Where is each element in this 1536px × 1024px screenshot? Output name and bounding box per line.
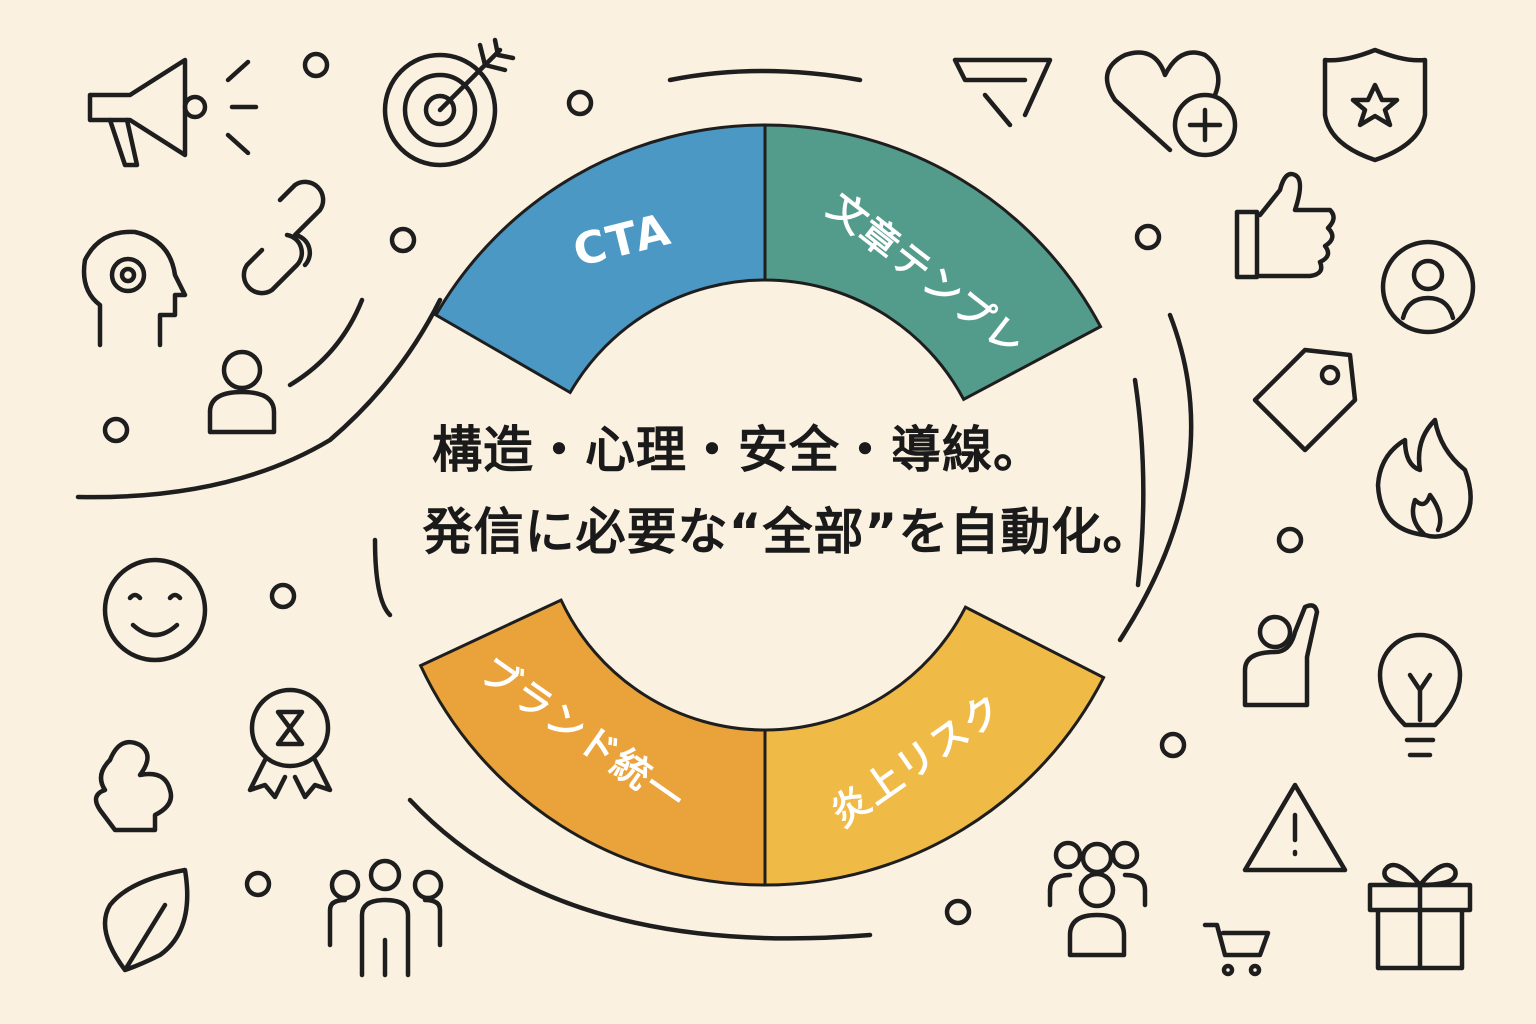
cart-icon (1202, 922, 1271, 977)
smile-icon (102, 557, 208, 663)
link-icon (241, 179, 326, 296)
segment-cta (433, 123, 767, 395)
people-icon (327, 858, 444, 978)
gift-icon (1367, 862, 1473, 971)
dots (102, 51, 1304, 926)
fire-icon (1375, 417, 1473, 539)
segment-brand (418, 598, 767, 887)
headline-line-2: 発信に必要な“全部”を自動化。 (422, 503, 1154, 561)
hand-icon (93, 739, 174, 833)
group-icon (1047, 840, 1148, 958)
tag-icon (1252, 347, 1358, 453)
decorative-arcs (75, 68, 1194, 941)
lightbulb-icon (1377, 632, 1463, 758)
megaphone-icon (87, 57, 259, 168)
target-icon (382, 37, 516, 168)
shield-star-icon (1322, 47, 1428, 163)
head-gear-icon (81, 229, 188, 348)
headline-line-1: 構造・心理・安全・導線。 (432, 421, 1044, 479)
warning-icon (1242, 782, 1348, 873)
thumbs-up-icon (1234, 171, 1336, 280)
ring-segments (418, 123, 1106, 887)
leaf-icon (102, 867, 190, 973)
user-circle-icon (1380, 239, 1476, 335)
heart-plus-icon (1104, 50, 1238, 158)
award-icon (247, 687, 333, 800)
segment-template (763, 123, 1103, 402)
segment-risk (763, 605, 1106, 887)
raised-hand-icon (1242, 603, 1320, 708)
send-icon (952, 57, 1053, 128)
user-icon (207, 349, 277, 435)
